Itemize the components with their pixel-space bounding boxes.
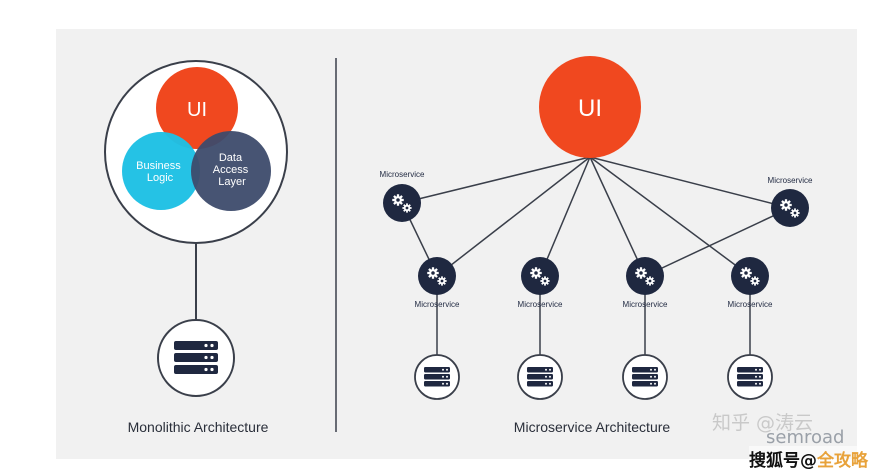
microservice-database [622, 354, 668, 400]
microservices-caption: Microservice Architecture [514, 419, 671, 435]
watermark-line-1: 知乎 @涛云 [712, 412, 814, 434]
monolith-business-logic-label: Business Logic [136, 160, 184, 184]
business-logic-line-2: Logic [147, 172, 174, 184]
watermark-line-3: 搜狐号@全攻略 [749, 446, 868, 471]
monolith-database [157, 319, 235, 397]
microservice-label: Microservice [415, 300, 460, 309]
microservice-node: Microservice [415, 257, 460, 309]
microservices-ui-label: UI [578, 95, 602, 122]
monolith-business-logic-circle [122, 132, 200, 210]
gears-icon [392, 194, 412, 213]
watermark-brand: 全攻略 [817, 451, 868, 471]
microservice-database [414, 354, 460, 400]
server-stack-icon [632, 367, 658, 387]
microservice-label: Microservice [728, 300, 773, 309]
business-logic-line-1: Business [136, 160, 181, 172]
microservice-node: Microservice [728, 257, 773, 309]
microservice-label: Microservice [518, 300, 563, 309]
microservice-node: Microservice [768, 176, 813, 227]
gears-icon [530, 267, 550, 286]
watermark-line-2: semroad [766, 427, 845, 448]
gears-icon [780, 199, 800, 218]
microservice-node: Microservice [623, 257, 668, 309]
gears-icon [635, 267, 655, 286]
monolith-data-access-circle [191, 131, 271, 211]
data-access-line-2: Access [213, 164, 249, 176]
monolith-data-access-label: Data Access Layer [213, 152, 252, 188]
microservice-database [727, 354, 773, 400]
microservice-label: Microservice [768, 176, 813, 185]
server-stack-icon [424, 367, 450, 387]
connector-lines [401, 156, 791, 355]
gears-icon [427, 267, 447, 286]
monolith-ui-label: UI [187, 99, 207, 121]
microservice-node: Microservice [380, 170, 425, 222]
server-stack-icon [527, 367, 553, 387]
microservice-label: Microservice [623, 300, 668, 309]
microservices-ui-circle [539, 56, 641, 158]
server-stack-icon [737, 367, 763, 387]
monolith-caption: Monolithic Architecture [128, 419, 269, 435]
monolith-ui-circle [156, 67, 238, 149]
watermark-prefix: 搜狐号@ [749, 451, 817, 471]
data-access-line-3: Layer [218, 176, 246, 188]
microservice-label: Microservice [380, 170, 425, 179]
data-access-line-1: Data [219, 152, 243, 164]
microservice-databases [414, 354, 773, 400]
microservice-node: Microservice [518, 257, 563, 309]
microservice-database [517, 354, 563, 400]
gears-icon [740, 267, 760, 286]
server-stack-icon [174, 341, 218, 374]
